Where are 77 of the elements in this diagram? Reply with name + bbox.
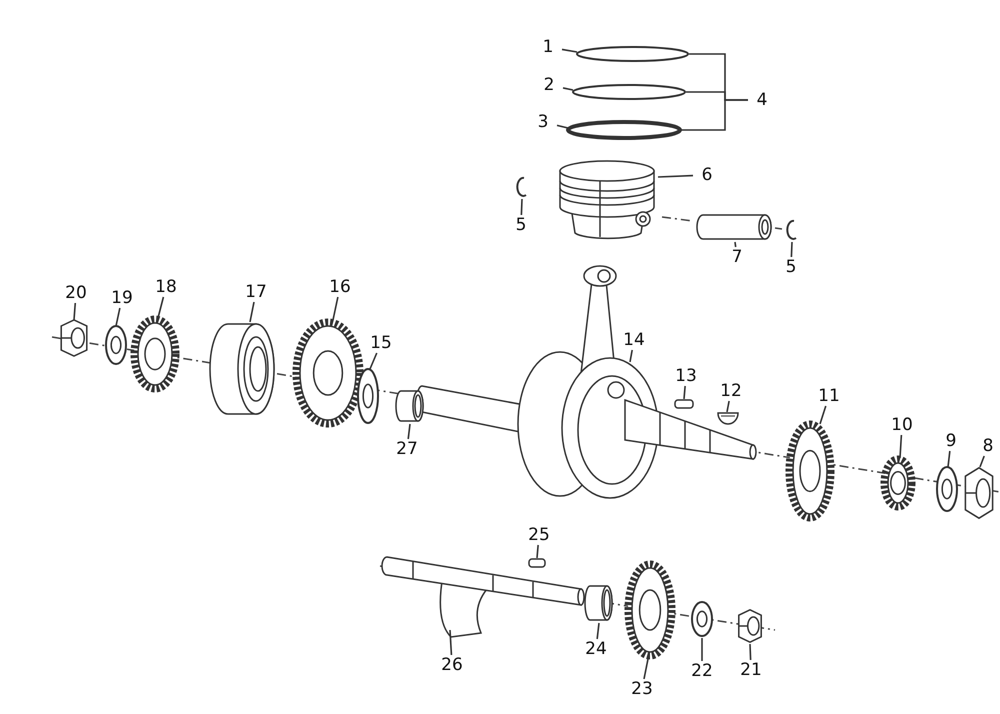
leader-line — [249, 302, 255, 322]
callout-number: 23 — [628, 679, 656, 699]
piston-ring — [571, 81, 687, 103]
leader-line — [790, 242, 793, 258]
leader-line — [562, 48, 578, 53]
callout-number: 12 — [717, 381, 745, 401]
key — [528, 557, 546, 569]
leader-line — [734, 242, 736, 248]
leader-line — [556, 124, 568, 129]
gear-drawing — [624, 560, 676, 660]
leader-line — [683, 386, 686, 400]
callout-number: 16 — [326, 277, 354, 297]
bushing-drawing — [395, 388, 425, 424]
callout-number: 10 — [888, 415, 916, 435]
piston-pin-drawing — [695, 212, 773, 242]
nut-drawing — [962, 465, 996, 521]
leader-line — [899, 434, 902, 458]
callout-number: 2 — [535, 75, 563, 95]
washer-drawing — [935, 465, 959, 513]
callout-number: 5 — [507, 215, 535, 235]
leader-line — [520, 198, 523, 216]
leader-line — [115, 308, 121, 326]
piston-ring — [575, 43, 690, 65]
bushing-drawing — [584, 583, 614, 623]
callout-number: 8 — [974, 436, 1000, 456]
leader-line — [658, 174, 694, 178]
woodruff-key-drawing — [716, 410, 740, 426]
leader-line — [681, 99, 748, 131]
ring-drawing — [356, 367, 380, 425]
callout-number: 7 — [723, 247, 751, 267]
leader-line — [726, 400, 730, 412]
leader-line — [157, 296, 164, 318]
leader-line — [819, 406, 827, 424]
leader-line — [749, 644, 752, 660]
callout-number: 13 — [672, 366, 700, 386]
callout-number: 5 — [777, 257, 805, 277]
leader-line — [643, 658, 649, 680]
leader-line — [332, 296, 339, 320]
washer-drawing — [104, 324, 128, 366]
callout-number: 9 — [937, 431, 965, 451]
callout-number: 17 — [242, 282, 270, 302]
callout-number: 15 — [367, 333, 395, 353]
callout-number: 1 — [534, 37, 562, 57]
leader-line — [562, 87, 574, 91]
leader-line — [407, 424, 411, 440]
leader-line — [979, 456, 985, 468]
callout-number: 21 — [737, 660, 765, 680]
callout-number: 4 — [748, 90, 776, 110]
gear-drawing — [130, 315, 180, 393]
leader-line — [536, 544, 539, 558]
key — [674, 398, 694, 410]
leader-line — [629, 350, 633, 362]
leader-line — [449, 630, 452, 656]
callout-number: 27 — [393, 439, 421, 459]
leader-line — [701, 638, 703, 661]
callout-number: 26 — [438, 655, 466, 675]
oil-ring — [566, 118, 682, 142]
nut-drawing — [58, 318, 90, 358]
gear-drawing — [880, 455, 916, 511]
callout-number: 14 — [620, 330, 648, 350]
callout-number: 24 — [582, 639, 610, 659]
leader-line — [947, 450, 951, 468]
callout-number: 22 — [688, 661, 716, 681]
callout-number: 3 — [529, 112, 557, 132]
leader-line — [73, 302, 76, 320]
callout-number: 19 — [108, 288, 136, 308]
nut-drawing — [736, 608, 764, 644]
gear-drawing — [785, 420, 835, 522]
callout-number: 20 — [62, 283, 90, 303]
gear-drawing — [292, 318, 364, 428]
leader-line — [596, 622, 600, 640]
callout-number: 6 — [693, 165, 721, 185]
callout-number: 25 — [525, 525, 553, 545]
leader-line — [369, 352, 378, 370]
callout-number: 11 — [815, 386, 843, 406]
washer-drawing — [690, 600, 714, 638]
callout-number: 18 — [152, 277, 180, 297]
